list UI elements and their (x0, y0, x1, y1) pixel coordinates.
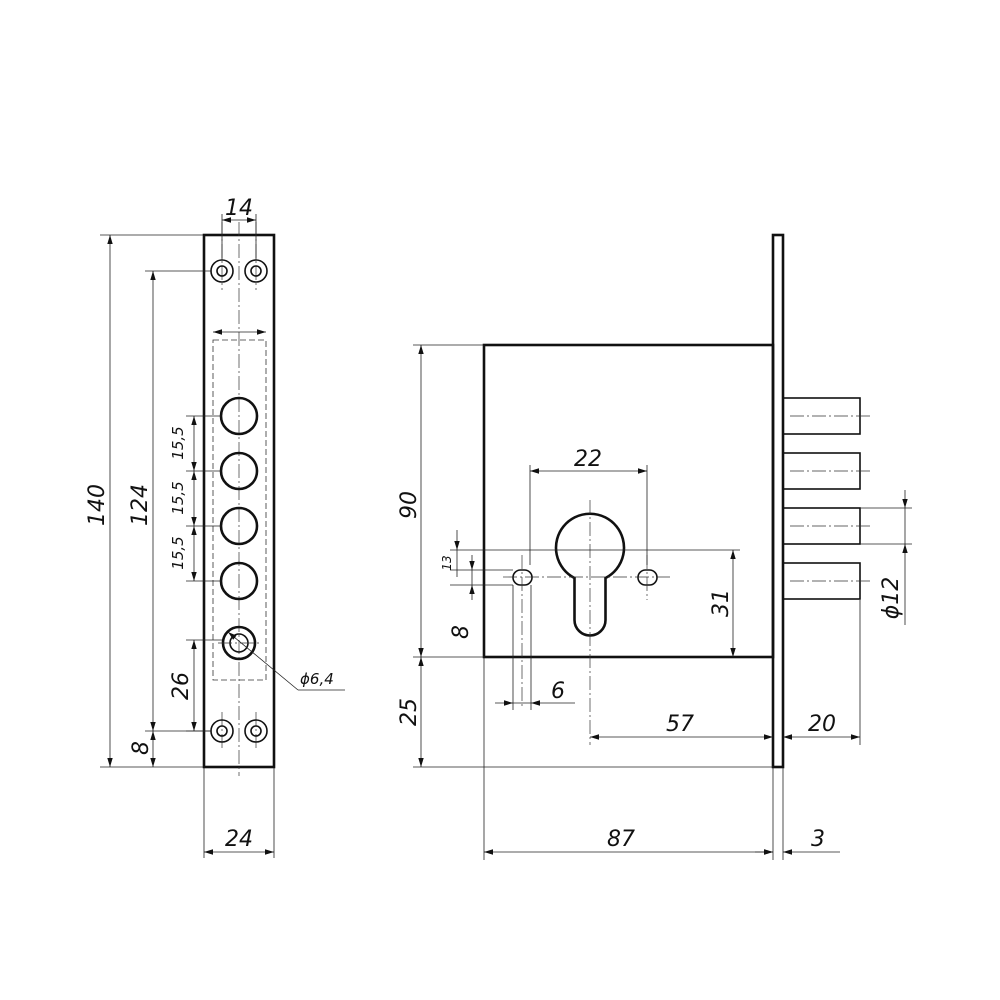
dim-31: 31 (709, 550, 736, 657)
mounting-slot-left (512, 569, 533, 586)
dim-6-label: 6 (551, 679, 565, 704)
dim-15-5-group: 15,5 15,5 15,5 (169, 415, 221, 582)
dim-6: 6 (495, 585, 575, 710)
dim-25-label: 25 (397, 698, 422, 726)
dim-phi-12: ϕ12 (860, 490, 912, 625)
side-view: 22 90 25 13 8 (397, 233, 912, 860)
dim-26: 26 (169, 639, 222, 732)
dim-15-5-b-label: 15,5 (169, 481, 187, 514)
dim-57: 57 (590, 712, 773, 740)
dim-124: 124 (128, 270, 211, 732)
dim-25: 25 (397, 657, 773, 768)
dim-15-5-a-label: 15,5 (169, 426, 187, 459)
dim-3-label: 3 (811, 827, 825, 852)
dim-22-label: 22 (574, 447, 602, 472)
front-view: 14 140 124 15,5 15,5 (85, 196, 345, 858)
dim-87-label: 87 (607, 827, 635, 852)
dim-13-label: 13 (440, 555, 454, 570)
dim-3: 3 (755, 827, 840, 855)
dim-22: 22 (529, 447, 648, 565)
dim-8-side: 8 (449, 555, 475, 639)
dim-20-label: 20 (808, 712, 836, 737)
dim-31-label: 31 (709, 589, 734, 617)
screw-hole-bottom-right (244, 719, 268, 743)
dim-15-5-c-label: 15,5 (169, 536, 187, 569)
dim-90-label: 90 (397, 491, 422, 519)
dim-phi-12-label: ϕ12 (879, 577, 904, 620)
hidden-lockbody-outline (212, 339, 267, 681)
dim-140: 140 (85, 234, 203, 768)
dim-phi-6-4: ϕ6,4 (227, 631, 345, 691)
dim-20: 20 (783, 600, 861, 745)
mounting-slot-right (637, 569, 658, 586)
dim-8-front-label: 8 (129, 741, 154, 755)
dim-14: 14 (221, 196, 257, 260)
latch-hole (218, 625, 262, 661)
dim-phi-6-4-label: ϕ6,4 (300, 670, 334, 688)
dim-13: 13 (440, 530, 740, 586)
dim-8-front: 8 (129, 731, 156, 767)
bolt-2 (782, 452, 872, 490)
dim-140-label: 140 (85, 484, 110, 526)
dim-124-label: 124 (128, 484, 153, 526)
bolt-4 (782, 562, 872, 600)
dim-26-label: 26 (169, 672, 194, 700)
dim-90: 90 (397, 344, 484, 658)
cylinder-keyhole (554, 512, 626, 637)
dim-57-label: 57 (666, 712, 694, 737)
dim-8-side-label: 8 (449, 625, 474, 639)
bolt-1 (782, 397, 872, 435)
dim-24: 24 (203, 768, 275, 858)
dim-87: 87 (483, 658, 784, 860)
faceplate-profile (771, 233, 785, 769)
dim-14-label: 14 (225, 196, 253, 221)
dim-24-label: 24 (225, 827, 253, 852)
bolt-3 (782, 507, 872, 545)
